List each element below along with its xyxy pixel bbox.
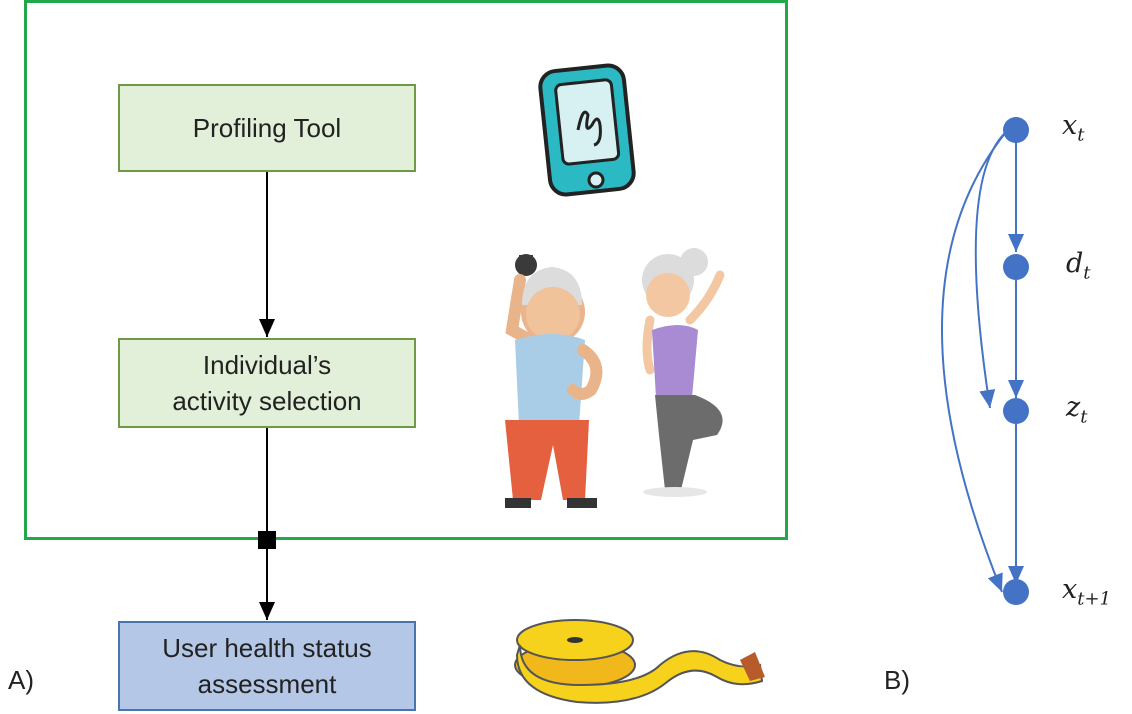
connector-square — [258, 531, 276, 549]
panel-b-label: B) — [884, 665, 910, 695]
activity-selection-line1: Individual’s — [202, 350, 332, 380]
node-zt — [1003, 398, 1029, 424]
node-dt — [1003, 254, 1029, 280]
var-label-xt: xt — [1062, 110, 1085, 146]
var-label-dt: dt — [1066, 248, 1091, 284]
node-xt1 — [1003, 579, 1029, 605]
exercising-seniors-image — [505, 248, 725, 508]
measuring-tape-icon — [514, 619, 765, 704]
activity-selection-box: Individual’s activity selection — [118, 338, 416, 428]
health-assessment-box: User health status assessment — [118, 621, 416, 711]
var-label-zt: zt — [1066, 392, 1088, 428]
node-xt — [1003, 117, 1029, 143]
causal-graph — [941, 117, 1029, 605]
system-frame — [24, 0, 788, 540]
profiling-tool-label: Profiling Tool — [192, 113, 342, 143]
panel-a-label: A) — [8, 665, 34, 695]
var-label-xt1: xt+1 — [1062, 574, 1112, 610]
health-assessment-line1: User health status — [162, 633, 372, 663]
profiling-tool-box: Profiling Tool — [118, 84, 416, 172]
health-assessment-line2: assessment — [197, 669, 337, 699]
activity-selection-line2: activity selection — [172, 386, 362, 416]
smartphone-icon — [538, 63, 636, 197]
